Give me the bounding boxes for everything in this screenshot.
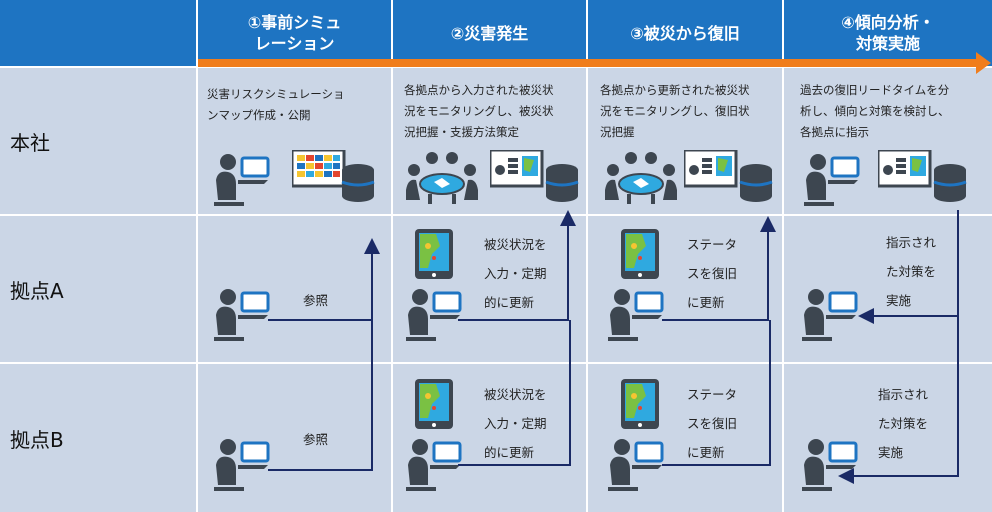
tablet-map-icon: [415, 379, 453, 429]
site-b-status-text: ステータ スを復旧 に更新: [687, 387, 738, 460]
status-arrow-site-b: [662, 320, 771, 466]
risk-map-database-icon: [292, 150, 375, 202]
instruction-arrow-site-a: [858, 210, 959, 324]
site-a-input-text: 被災状況を 入力・定期 的に更新: [484, 237, 547, 310]
site-a-instruction-text: 指示され た対策を 実施: [886, 235, 937, 308]
input-arrow-site-a: [458, 210, 576, 321]
person-laptop-icon: [802, 439, 858, 491]
site-a-status-text: ステータ スを復旧 に更新: [687, 237, 738, 310]
person-laptop-icon: [406, 439, 462, 491]
hq-text-simulation: 災害リスクシミュレーショ ンマップ作成・公開: [207, 87, 345, 122]
person-laptop-icon: [802, 289, 858, 341]
person-laptop-icon: [804, 154, 860, 206]
hq-text-disaster: 各拠点から入力された被災状 況をモニタリングし、被災状 況把握・支援方法策定: [404, 83, 554, 139]
phase-header-3: ③被災から復旧: [588, 0, 782, 66]
phase-header-2: ②災害発生: [393, 0, 586, 66]
person-laptop-icon: [214, 154, 270, 206]
phase-header-1: ①事前シミュ レーション: [198, 0, 391, 66]
hq-text-analysis: 過去の復旧リードタイムを分 析し、傾向と対策を検討し、 各拠点に指示: [800, 83, 950, 139]
site-b-instruction-text: 指示され た対策を 実施: [878, 387, 929, 460]
site-b-ref-text: 参照: [303, 432, 329, 447]
tablet-map-icon: [415, 229, 453, 279]
dashboard-database-icon: [490, 150, 579, 202]
input-arrow-site-b: [458, 320, 571, 466]
timeline-arrowhead: [976, 52, 991, 74]
phase-header-4: ④傾向分析・ 対策実施: [784, 0, 992, 66]
hq-text-recovery: 各拠点から更新された被災状 況をモニタリングし、復旧状 況把握: [600, 83, 750, 139]
meeting-icon: [605, 152, 677, 204]
person-laptop-icon: [214, 439, 270, 491]
instruction-arrow-site-b: [838, 316, 959, 484]
person-laptop-icon: [608, 439, 664, 491]
timeline-bar: [198, 59, 976, 67]
tablet-map-icon: [621, 229, 659, 279]
meeting-icon: [406, 152, 478, 204]
tablet-map-icon: [621, 379, 659, 429]
site-b-input-text: 被災状況を 入力・定期 的に更新: [484, 387, 547, 460]
row-label-site-a: 拠点A: [0, 216, 196, 362]
person-laptop-icon: [406, 289, 462, 341]
status-arrow-site-a: [662, 216, 776, 321]
ref-arrow-site-a: [268, 238, 380, 321]
row-label-site-b: 拠点B: [0, 364, 196, 512]
dashboard-database-icon: [684, 150, 773, 202]
person-laptop-icon: [214, 289, 270, 341]
person-laptop-icon: [608, 289, 664, 341]
row-label-hq: 本社: [0, 68, 196, 214]
dashboard-database-icon: [878, 150, 967, 202]
ref-arrow-site-b: [268, 320, 373, 471]
header-corner: [0, 0, 196, 66]
site-a-ref-text: 参照: [303, 293, 329, 308]
